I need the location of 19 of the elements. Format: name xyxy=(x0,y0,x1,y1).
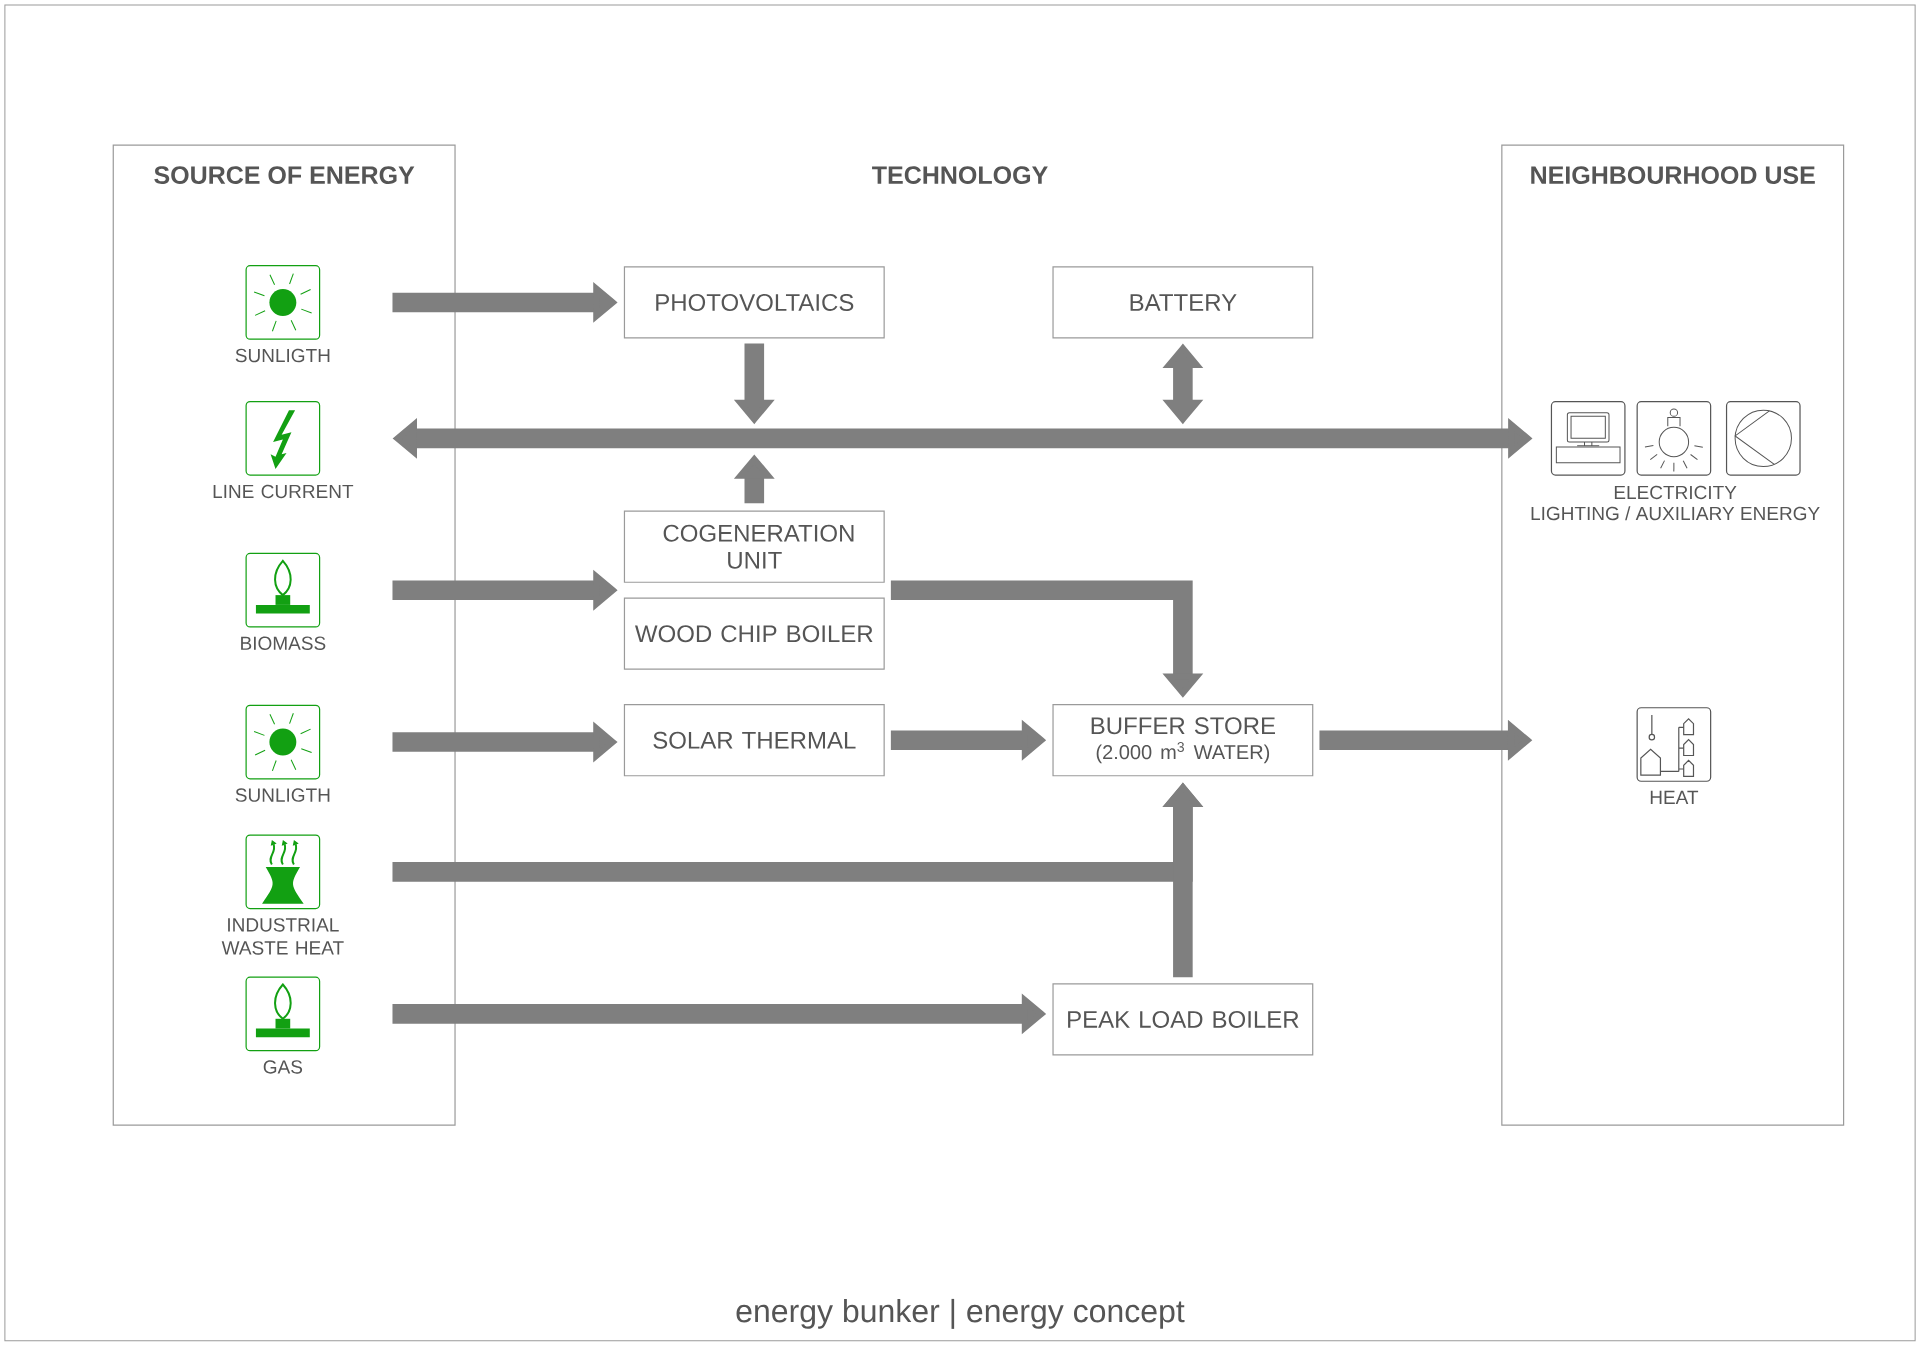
process-box: WOOD CHIP BOILER xyxy=(623,597,885,670)
process-box: PEAK LOAD BOILER xyxy=(1052,983,1314,1056)
process-box: SOLAR THERMAL xyxy=(623,704,885,777)
icon-label: GAS xyxy=(263,1060,303,1074)
caption: energy bunker | energy concept xyxy=(736,1298,1185,1329)
process-box: PHOTOVOLTAICS xyxy=(623,266,885,339)
panel-heading: SOURCE OF ENERGY xyxy=(154,166,415,184)
process-box: BUFFER STORE (2.000 m$^{3}$ WATER) xyxy=(1052,704,1314,777)
column-heading: TECHNOLOGY xyxy=(872,166,1048,184)
icon-label: HEAT xyxy=(1650,790,1699,804)
icon-label: LINE CURRENT xyxy=(213,484,354,499)
icon-label: BIOMASS xyxy=(241,636,326,650)
icon-label: SUNLIGTH xyxy=(235,788,330,802)
process-box: BATTERY xyxy=(1052,266,1314,339)
icon-label: SUNLIGTH xyxy=(235,348,330,363)
panel-heading: NEIGHBOURHOOD USE xyxy=(1531,166,1815,184)
process-box: COGENERATION UNIT xyxy=(623,510,885,583)
icon-label: ELECTRICITY LIGHTING / AUXILIARY ENERGY xyxy=(1531,485,1820,521)
icon-label: INDUSTRIAL WASTE HEAT xyxy=(221,918,344,955)
